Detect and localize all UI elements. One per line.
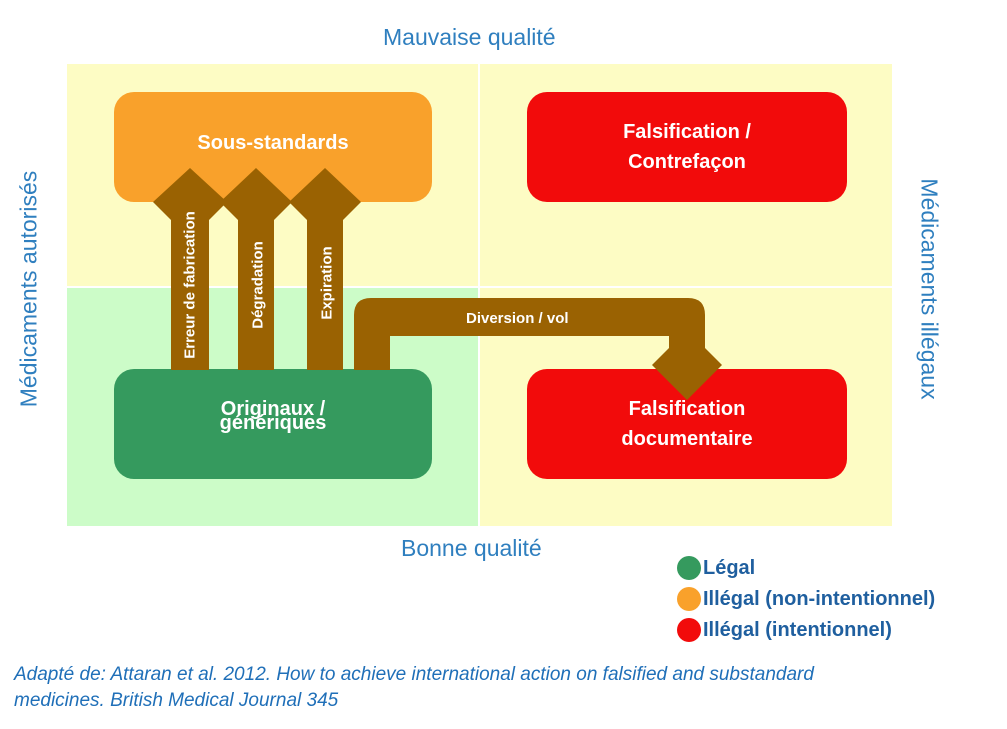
box-originaux-line2: génériques xyxy=(219,412,327,434)
axis-label-bottom: Bonne qualité xyxy=(401,535,542,561)
legend-label-legal: Légal xyxy=(703,556,756,579)
source-line1: Adapté de: Attaran et al. 2012. How to a… xyxy=(14,664,814,685)
arrow-erreur-de-fabrication xyxy=(153,168,227,370)
box-falsification-contrefacon: Falsification / Contrefaçon xyxy=(527,92,847,202)
source-citation: Adapté de: Attaran et al. 2012. How to a… xyxy=(14,662,994,714)
box-originaux-line1: Originaux / xyxy=(220,398,326,420)
box-sous-standards: Sous-standards xyxy=(114,92,432,202)
arrow-label-expiration: Expiration xyxy=(318,246,336,320)
source-line2: medicines. British Medical Journal 345 xyxy=(14,690,339,711)
box-contrefacon-line2: Contrefaçon xyxy=(628,151,746,173)
legend-dot-legal xyxy=(677,556,701,580)
arrow-degradation xyxy=(220,168,292,370)
box-contrefacon-line1: Falsification / xyxy=(623,121,751,143)
legend-label-illegal-non-intentionnel: Illégal (non-intentionnel) xyxy=(703,587,936,610)
arrow-label-degradation: Dégradation xyxy=(249,241,267,329)
arrow-label-erreur: Erreur de fabrication xyxy=(181,211,199,359)
arrow-expiration xyxy=(289,168,361,370)
box-documentaire-line2: documentaire xyxy=(621,428,753,450)
box-sous-standards-label: Sous-standards xyxy=(197,132,349,154)
box-originaux-generiques: Originaux / génériques xyxy=(114,369,432,479)
arrow-label-diversion: Diversion / vol xyxy=(466,310,569,327)
box-documentaire-line1: Falsification xyxy=(628,398,746,420)
legend-item-legal: Légal xyxy=(677,556,755,580)
legend-label-illegal-intentionnel: Illégal (intentionnel) xyxy=(703,618,892,641)
legend-item-illegal-non-intentionnel: Illégal (non-intentionnel) xyxy=(677,587,935,611)
legend-dot-illegal-non-intentionnel xyxy=(677,587,701,611)
legend-dot-illegal-intentionnel xyxy=(677,618,701,642)
arrow-diversion-vol xyxy=(354,298,722,400)
legend-item-illegal-intentionnel: Illégal (intentionnel) xyxy=(677,618,892,642)
axis-label-top: Mauvaise qualité xyxy=(383,24,556,50)
